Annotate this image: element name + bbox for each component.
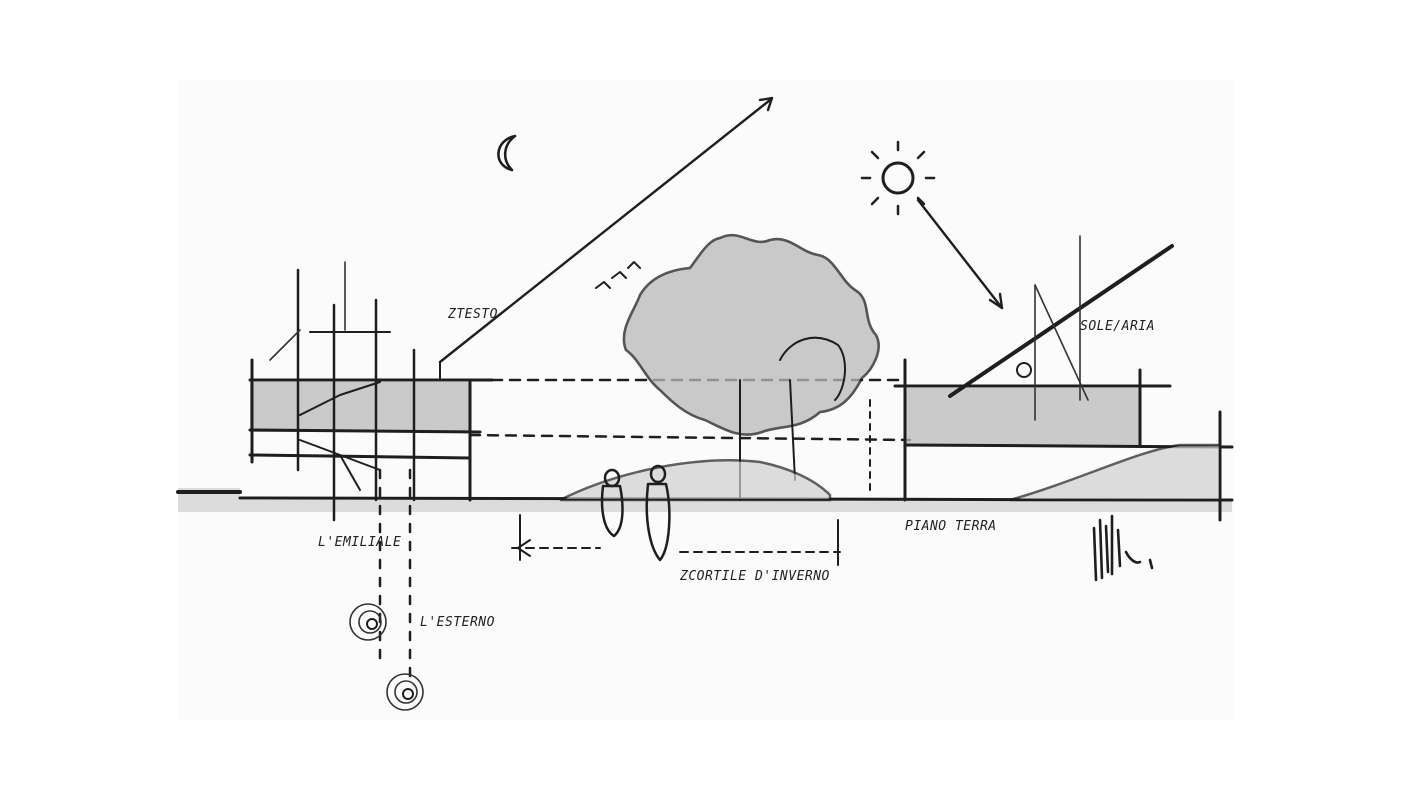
person-icon (600, 464, 671, 562)
sun-icon (860, 140, 1004, 310)
spiral-icon (349, 603, 424, 711)
terrain-mound (559, 459, 832, 502)
left-building (248, 261, 494, 522)
birds (595, 261, 641, 289)
label-left-top: ZTESTO (447, 307, 498, 322)
signature-mark (1092, 514, 1154, 582)
moon-icon (497, 134, 517, 172)
right-building (869, 235, 1234, 522)
label-core: L'ESTERNO (420, 615, 495, 630)
label-ground-right: PIANO TERRA (905, 519, 997, 534)
tree-icon (622, 233, 880, 501)
dashed-floor-lower (468, 433, 912, 442)
label-right-top: SOLE/ARIA (1080, 319, 1155, 334)
label-center-dimension: ZCORTILE D'INVERNO (679, 569, 830, 584)
view-arrow (438, 96, 774, 379)
label-ground-left: L'EMILIALE (318, 535, 401, 550)
dimension-line (511, 514, 841, 566)
